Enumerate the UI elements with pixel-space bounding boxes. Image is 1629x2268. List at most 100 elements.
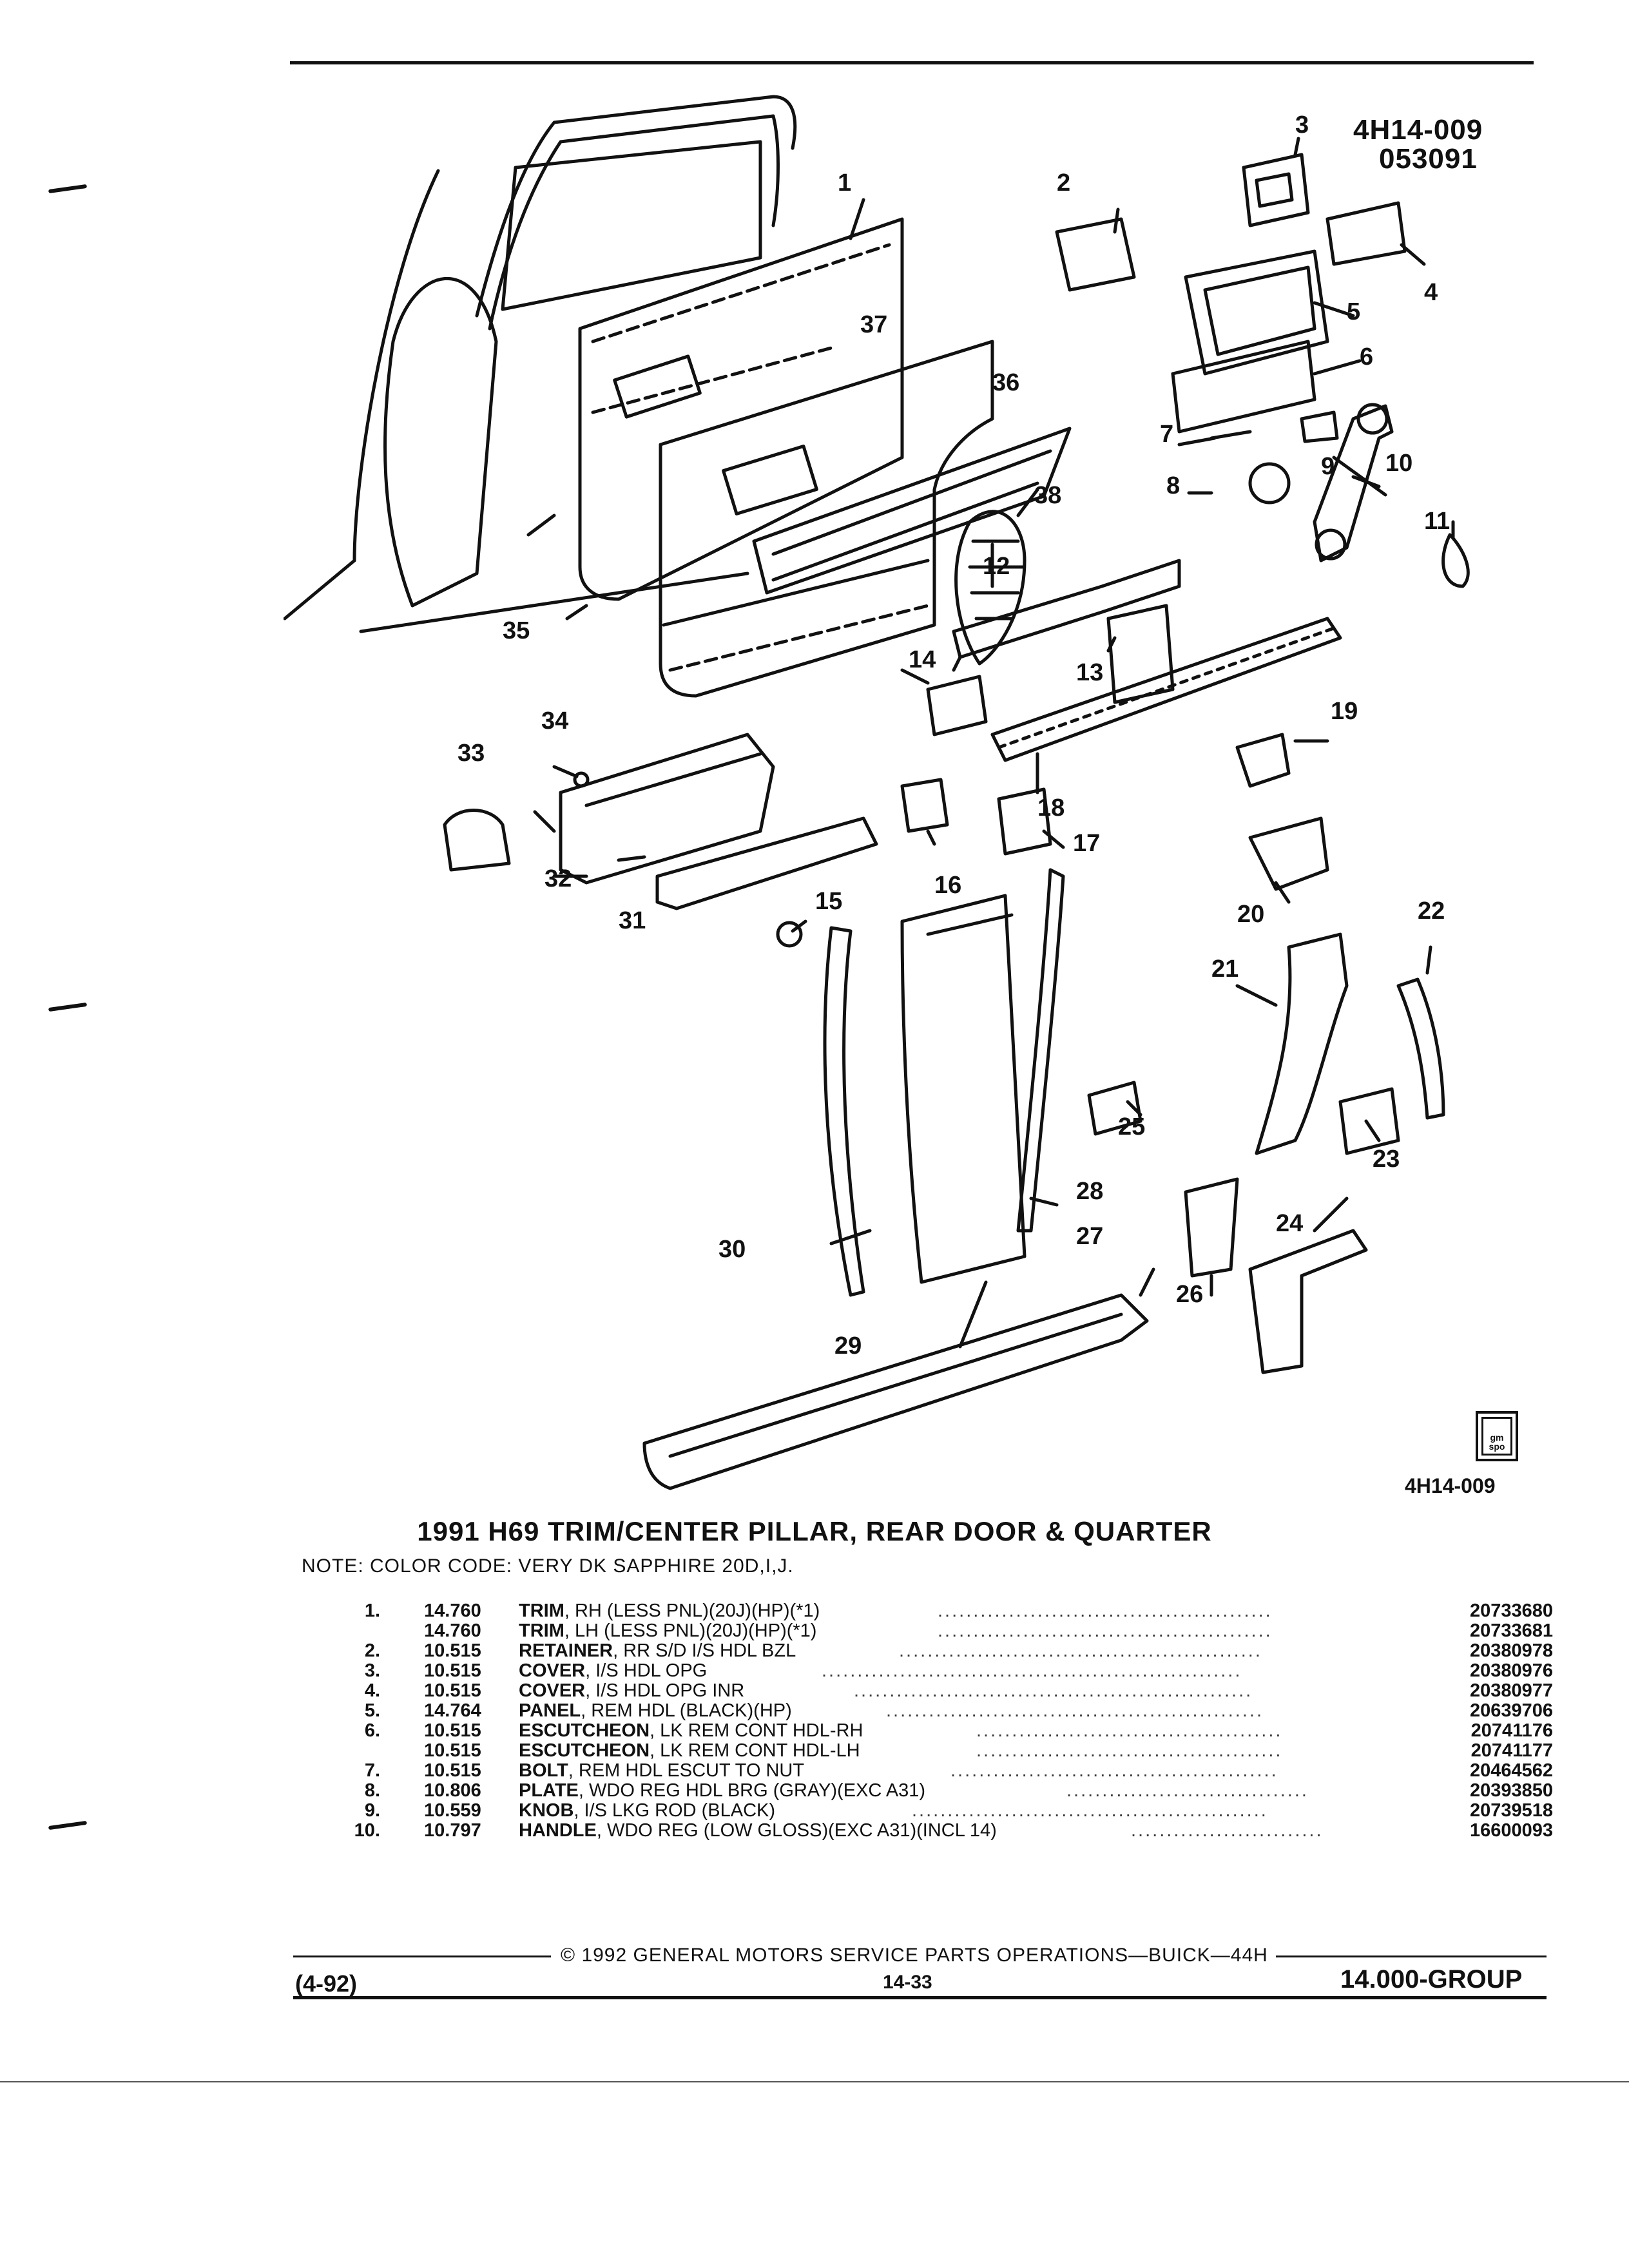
dot-leader: ........................................… <box>886 1700 1264 1721</box>
part-number: 20741176 <box>1470 1720 1553 1741</box>
parts-row: 3. 10.515 COVER, I/S HDL OPG ...........… <box>335 1660 1553 1681</box>
item-number: 8. <box>364 1780 380 1801</box>
dot-leader: ........................................… <box>976 1740 1283 1761</box>
copyright-notice: © 1992 GENERAL MOTORS SERVICE PARTS OPER… <box>561 1945 1268 1966</box>
part-description: , RR S/D I/S HDL BZL <box>613 1640 796 1661</box>
part-number: 20741177 <box>1470 1740 1553 1761</box>
parts-row: 2. 10.515 RETAINER, RR S/D I/S HDL BZL .… <box>335 1640 1553 1661</box>
group-number: 14.764 <box>424 1700 481 1721</box>
callout-1: 1 <box>838 169 852 197</box>
part-description: , REM HDL ESCUT TO NUT <box>568 1760 805 1781</box>
part-number: 20733680 <box>1469 1600 1553 1621</box>
figure-id-top: 4H14-009 <box>1353 114 1483 146</box>
callout-8: 8 <box>1166 472 1181 499</box>
part-number: 20464562 <box>1469 1760 1553 1781</box>
item-number: 1. <box>364 1600 380 1621</box>
parts-row: 9. 10.559 KNOB, I/S LKG ROD (BLACK) ....… <box>335 1800 1553 1821</box>
dot-leader: ........................................… <box>854 1680 1253 1701</box>
figure-date-code: 053091 <box>1379 143 1478 175</box>
parts-row: 8. 10.806 PLATE, WDO REG HDL BRG (GRAY)(… <box>335 1780 1553 1801</box>
callout-12: 12 <box>983 553 1010 580</box>
part-name: KNOB <box>519 1800 574 1821</box>
dot-leader: .................................. <box>1066 1780 1309 1801</box>
group-number: 10.515 <box>424 1660 481 1681</box>
gm-spo-logo-text: gm spo <box>1481 1417 1512 1456</box>
parts-row: 1. 14.760 TRIM, RH (LESS PNL)(20J)(HP)(*… <box>335 1600 1553 1621</box>
part-number: 20393850 <box>1469 1780 1553 1801</box>
part-name: RETAINER <box>519 1640 613 1661</box>
part-number: 20380978 <box>1469 1640 1553 1661</box>
group-number: 10.515 <box>424 1760 481 1781</box>
bottom-rule <box>293 1996 1547 1999</box>
group-number: 14.760 <box>424 1620 481 1641</box>
callout-33: 33 <box>458 740 485 767</box>
dot-leader: ........................................… <box>899 1640 1262 1661</box>
callout-7: 7 <box>1160 421 1174 448</box>
parts-row: 5. 14.764 PANEL, REM HDL (BLACK)(HP) ...… <box>335 1700 1553 1721</box>
part-description: , LH (LESS PNL)(20J)(HP)(*1) <box>564 1620 817 1641</box>
part-description: , I/S HDL OPG INR <box>585 1680 745 1701</box>
callout-14: 14 <box>909 646 936 673</box>
part-name: PLATE <box>519 1780 579 1801</box>
item-number: 9. <box>364 1800 380 1821</box>
part-number: 20380976 <box>1469 1660 1553 1681</box>
part-description: , I/S LKG ROD (BLACK) <box>574 1800 776 1821</box>
part-description: , LK REM CONT HDL-LH <box>650 1740 860 1761</box>
callout-15: 15 <box>815 888 843 915</box>
page-number: 14-33 <box>883 1972 932 1993</box>
part-number: 16600093 <box>1469 1820 1553 1841</box>
callout-2: 2 <box>1057 169 1071 197</box>
scan-edge-line <box>0 2081 1629 2082</box>
callout-18: 18 <box>1037 794 1065 822</box>
parts-row: 4. 10.515 COVER, I/S HDL OPG INR .......… <box>335 1680 1553 1701</box>
item-number: 10. <box>354 1820 380 1841</box>
binder-mark <box>48 1820 88 1831</box>
dot-leader: ........................................… <box>938 1600 1273 1621</box>
item-number: 5. <box>364 1700 380 1721</box>
gm-spo-logo: gm spo <box>1476 1411 1518 1461</box>
item-number: 3. <box>364 1660 380 1681</box>
callout-5: 5 <box>1347 298 1361 325</box>
part-description: , WDO REG (LOW GLOSS)(EXC A31)(INCL 14) <box>596 1820 997 1841</box>
part-description: , REM HDL (BLACK)(HP) <box>581 1700 792 1721</box>
callout-23: 23 <box>1373 1146 1400 1173</box>
callout-13: 13 <box>1076 659 1104 686</box>
item-number: 6. <box>364 1720 380 1741</box>
callout-25: 25 <box>1118 1113 1146 1140</box>
callout-28: 28 <box>1076 1178 1104 1205</box>
part-name: COVER <box>519 1680 586 1701</box>
callout-24: 24 <box>1276 1210 1304 1237</box>
callout-3: 3 <box>1295 111 1309 139</box>
revision-date: (4-92) <box>295 1970 358 1997</box>
group-number: 14.760 <box>424 1600 481 1621</box>
callout-11: 11 <box>1424 508 1451 535</box>
part-description: , LK REM CONT HDL-RH <box>650 1720 863 1741</box>
dot-leader: ........................................… <box>938 1620 1273 1641</box>
callout-26: 26 <box>1176 1281 1204 1308</box>
exploded-parts-illustration: 4H14-009 053091 1 2 3 4 5 6 7 8 9 10 11 … <box>283 71 1566 1508</box>
callout-36: 36 <box>992 369 1020 396</box>
callout-35: 35 <box>503 617 530 644</box>
part-description: , I/S HDL OPG <box>585 1660 708 1681</box>
callout-20: 20 <box>1237 901 1265 928</box>
callout-9: 9 <box>1321 453 1335 480</box>
parts-row: 10. 10.797 HANDLE, WDO REG (LOW GLOSS)(E… <box>335 1820 1553 1841</box>
callout-17: 17 <box>1073 830 1101 857</box>
dot-leader: ........................................… <box>950 1760 1278 1781</box>
group-number: 10.515 <box>424 1720 481 1741</box>
part-number: 20639706 <box>1469 1700 1553 1721</box>
part-number: 20380977 <box>1469 1680 1553 1701</box>
part-number: 20739518 <box>1469 1800 1553 1821</box>
callout-19: 19 <box>1331 698 1358 725</box>
part-name: BOLT <box>519 1760 568 1781</box>
binder-mark <box>48 184 88 194</box>
group-number: 10.797 <box>424 1820 481 1841</box>
parts-row: 7. 10.515 BOLT, REM HDL ESCUT TO NUT ...… <box>335 1760 1553 1781</box>
callout-4: 4 <box>1424 279 1438 306</box>
group-number: 10.515 <box>424 1740 481 1761</box>
footer-rule-left <box>293 1956 551 1957</box>
callout-30: 30 <box>718 1236 746 1263</box>
item-number: 7. <box>364 1760 380 1781</box>
part-name: TRIM <box>519 1600 564 1621</box>
part-description: , RH (LESS PNL)(20J)(HP)(*1) <box>564 1600 820 1621</box>
